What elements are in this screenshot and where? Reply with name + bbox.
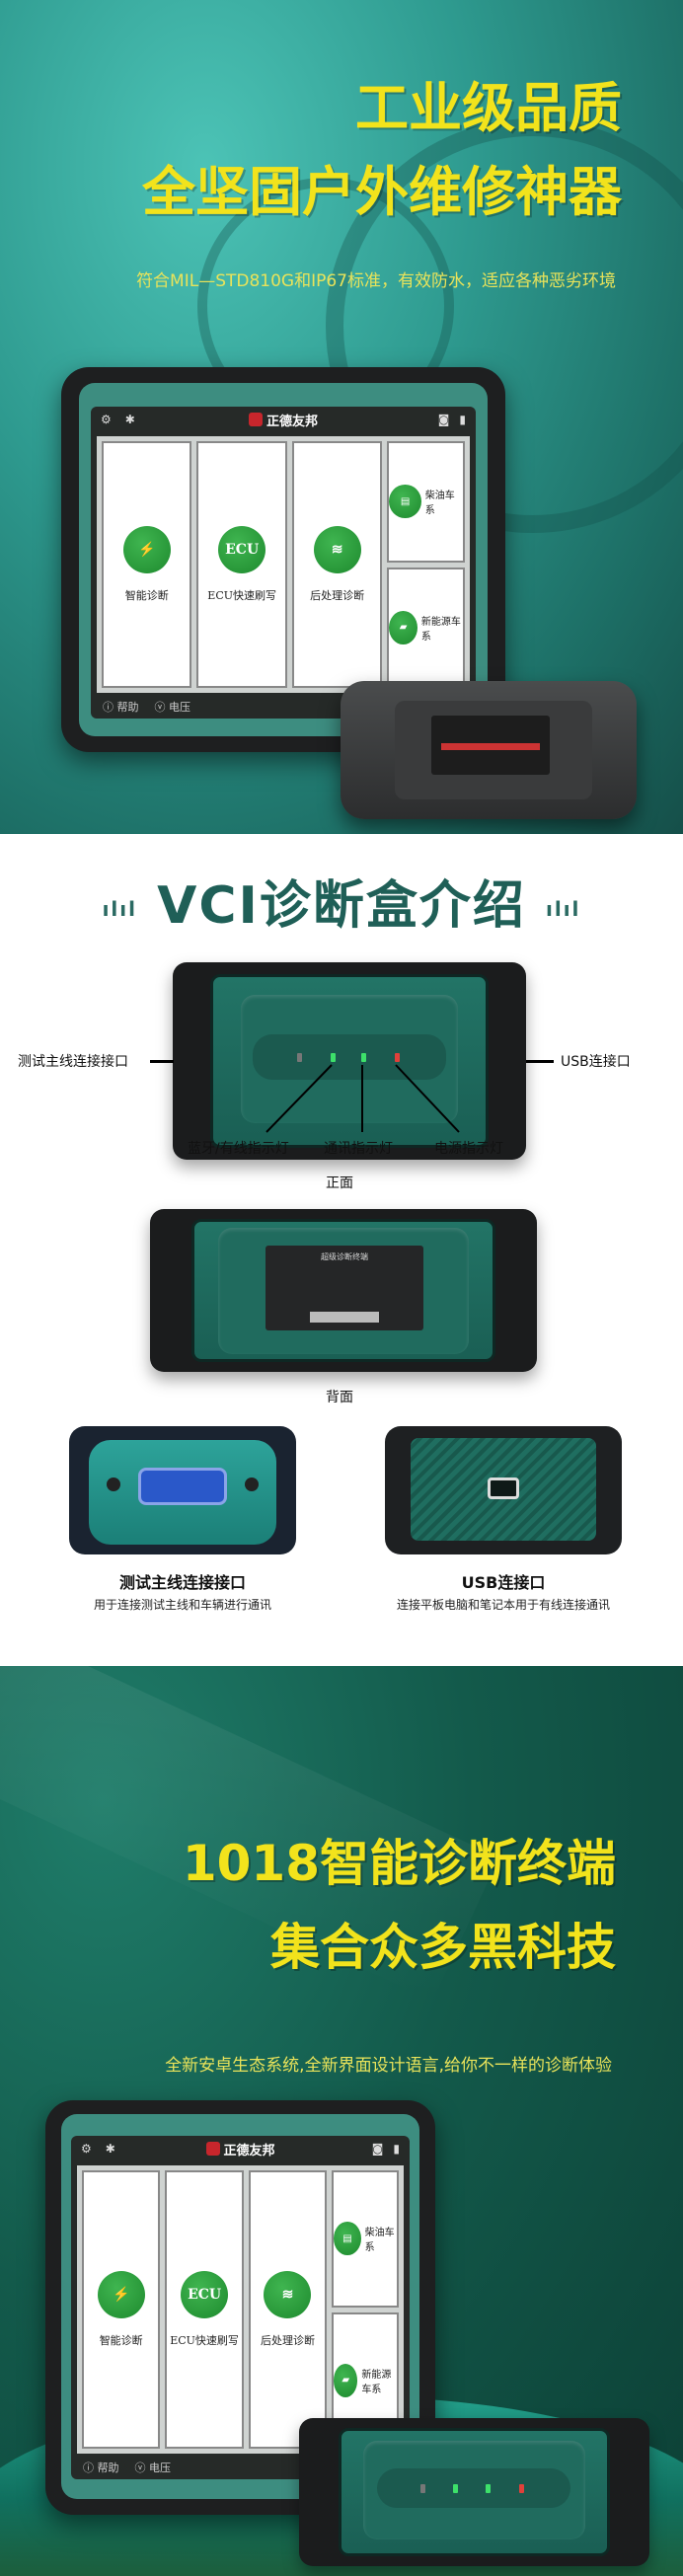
- sound-wave-icon: ılıl: [545, 897, 581, 921]
- tile-ecu-flash[interactable]: ECU ECU快速刷写: [196, 441, 287, 688]
- hero-title-line2: 全坚固户外维修神器: [142, 161, 622, 223]
- vci-box-back-view: [341, 681, 637, 819]
- tile-label: ECU快速刷写: [207, 589, 277, 602]
- sound-wave-icon: ılıl: [102, 897, 137, 921]
- tile-label: 智能诊断: [99, 2334, 143, 2347]
- help-button[interactable]: ⓘ 帮助: [83, 2462, 119, 2474]
- voltage-button[interactable]: ⓥ 电压: [134, 2462, 172, 2474]
- tile-label: 柴油车系: [364, 2228, 395, 2254]
- vci-back-image: 超级诊断终端: [150, 1209, 537, 1372]
- front-caption: 正面: [326, 1175, 353, 1191]
- gear-icon[interactable]: ⚙: [81, 2142, 92, 2156]
- comm-led: [486, 2484, 491, 2493]
- db-connector-icon: [138, 1468, 227, 1505]
- indicator-label-comm: 通讯指示灯: [324, 1141, 393, 1157]
- tile-diesel[interactable]: ▤柴油车系: [332, 2170, 400, 2308]
- bluetooth-icon: ✱: [124, 413, 135, 426]
- indicator-off: [297, 1053, 302, 1062]
- bluetooth-led: [331, 1053, 336, 1062]
- hero-title-line1: 工业级品质: [355, 77, 622, 139]
- brand-logo: 正德友邦: [248, 411, 318, 429]
- indicator-label-power: 电源指示灯: [434, 1141, 503, 1157]
- vci-front-image: [173, 962, 526, 1160]
- arrow-right-icon: [526, 1060, 554, 1063]
- indicator-label-bluetooth: 蓝牙/有线指示灯: [188, 1141, 289, 1157]
- help-button[interactable]: ⓘ 帮助: [103, 701, 139, 714]
- device-label-plate: 超级诊断终端: [266, 1246, 423, 1330]
- right-port-label: USB连接口: [561, 1054, 631, 1070]
- usb-port-icon: [488, 1477, 519, 1499]
- arrow-left-icon: [150, 1060, 174, 1063]
- battery-icon: ▮: [393, 2142, 400, 2156]
- back-caption: 背面: [326, 1390, 353, 1405]
- usb-port-desc: 连接平板电脑和笔记本用于有线连接通讯: [396, 1598, 610, 1612]
- lightning-icon: ⚡: [97, 2271, 145, 2318]
- vci-title: ılıl VCI诊断盒介绍 ılıl: [102, 876, 581, 936]
- brand-logo: 正德友邦: [205, 2140, 275, 2159]
- tile-label: 后处理诊断: [260, 2334, 315, 2347]
- tile-diesel[interactable]: ▤柴油车系: [387, 441, 465, 563]
- indicator-off: [420, 2484, 425, 2493]
- tile-smart-diagnosis[interactable]: ⚡ 智能诊断: [82, 2170, 161, 2449]
- tile-label: 新能源车系: [420, 616, 461, 643]
- tile-label: 后处理诊断: [310, 589, 365, 602]
- truck-icon: ▤: [334, 2222, 361, 2256]
- tile-ecu-flash[interactable]: ECU ECU快速刷写: [165, 2170, 244, 2449]
- tile-label: ECU快速刷写: [170, 2334, 239, 2347]
- exhaust-icon: ≋: [313, 526, 361, 573]
- usb-port-image: [385, 1426, 622, 1554]
- terminal-title-line1: 1018智能诊断终端: [182, 1835, 616, 1892]
- test-port-title: 测试主线连接接口: [118, 1573, 246, 1592]
- tile-label: 智能诊断: [124, 589, 169, 602]
- battery-icon: ▮: [459, 413, 466, 426]
- terminal-subtitle: 全新安卓生态系统,全新界面设计语言,给你不一样的诊断体验: [165, 2056, 612, 2076]
- tile-label: 柴油车系: [424, 491, 455, 517]
- bluetooth-led: [453, 2484, 458, 2493]
- device-label-plate: [431, 716, 550, 775]
- ev-car-icon: ▰: [389, 610, 417, 644]
- comm-led: [361, 1053, 366, 1062]
- ev-car-icon: ▰: [334, 2363, 358, 2397]
- hero-subtitle: 符合MIL—STD810G和IP67标准，有效防水，适应各种恶劣环境: [136, 271, 616, 291]
- tile-smart-diagnosis[interactable]: ⚡ 智能诊断: [102, 441, 192, 688]
- usb-port-title: USB连接口: [461, 1573, 546, 1592]
- vci-section: ılıl VCI诊断盒介绍 ılıl 测试主线连接接口 USB连接口 蓝牙/有线…: [0, 834, 683, 1666]
- test-port-image: [69, 1426, 296, 1554]
- lightning-icon: ⚡: [122, 526, 171, 573]
- tile-new-energy[interactable]: ▰新能源车系: [387, 567, 465, 688]
- tablet-device: ⚙ ✱ 正德友邦 ◙ ▮ ⚡ 智能诊断 ECU ECU快速刷写 ≋ 后处理诊断 ▤柴油车系…: [61, 367, 505, 752]
- tile-aftertreatment[interactable]: ≋ 后处理诊断: [248, 2170, 328, 2449]
- tile-aftertreatment[interactable]: ≋ 后处理诊断: [291, 441, 383, 688]
- hero-section: 工业级品质 全坚固户外维修神器 符合MIL—STD810G和IP67标准，有效防…: [0, 0, 683, 834]
- serial-number-field: [310, 1312, 379, 1323]
- ecu-chip-icon: ECU: [181, 2271, 229, 2318]
- left-port-label: 测试主线连接接口: [18, 1054, 128, 1070]
- camera-icon[interactable]: ◙: [437, 413, 450, 426]
- exhaust-icon: ≋: [264, 2271, 312, 2318]
- terminal-section: 1018智能诊断终端 集合众多黑科技 全新安卓生态系统,全新界面设计语言,给你不…: [0, 1666, 683, 2576]
- vci-front-image: [299, 2418, 649, 2566]
- truck-icon: ▤: [389, 485, 421, 519]
- tablet-screen: ⚙ ✱ 正德友邦 ◙ ▮ ⚡ 智能诊断 ECU ECU快速刷写 ≋ 后处理诊断 ▤柴油车系…: [91, 407, 476, 719]
- tile-label: 新能源车系: [361, 2369, 392, 2395]
- camera-icon[interactable]: ◙: [371, 2142, 384, 2156]
- ecu-chip-icon: ECU: [218, 526, 266, 573]
- gear-icon[interactable]: ⚙: [101, 413, 112, 426]
- terminal-title-line2: 集合众多黑科技: [270, 1919, 616, 1976]
- test-port-desc: 用于连接测试主线和车辆进行通讯: [93, 1598, 271, 1612]
- power-led: [519, 2484, 524, 2493]
- bluetooth-icon: ✱: [105, 2142, 115, 2156]
- power-led: [395, 1053, 400, 1062]
- voltage-button[interactable]: ⓥ 电压: [154, 701, 191, 714]
